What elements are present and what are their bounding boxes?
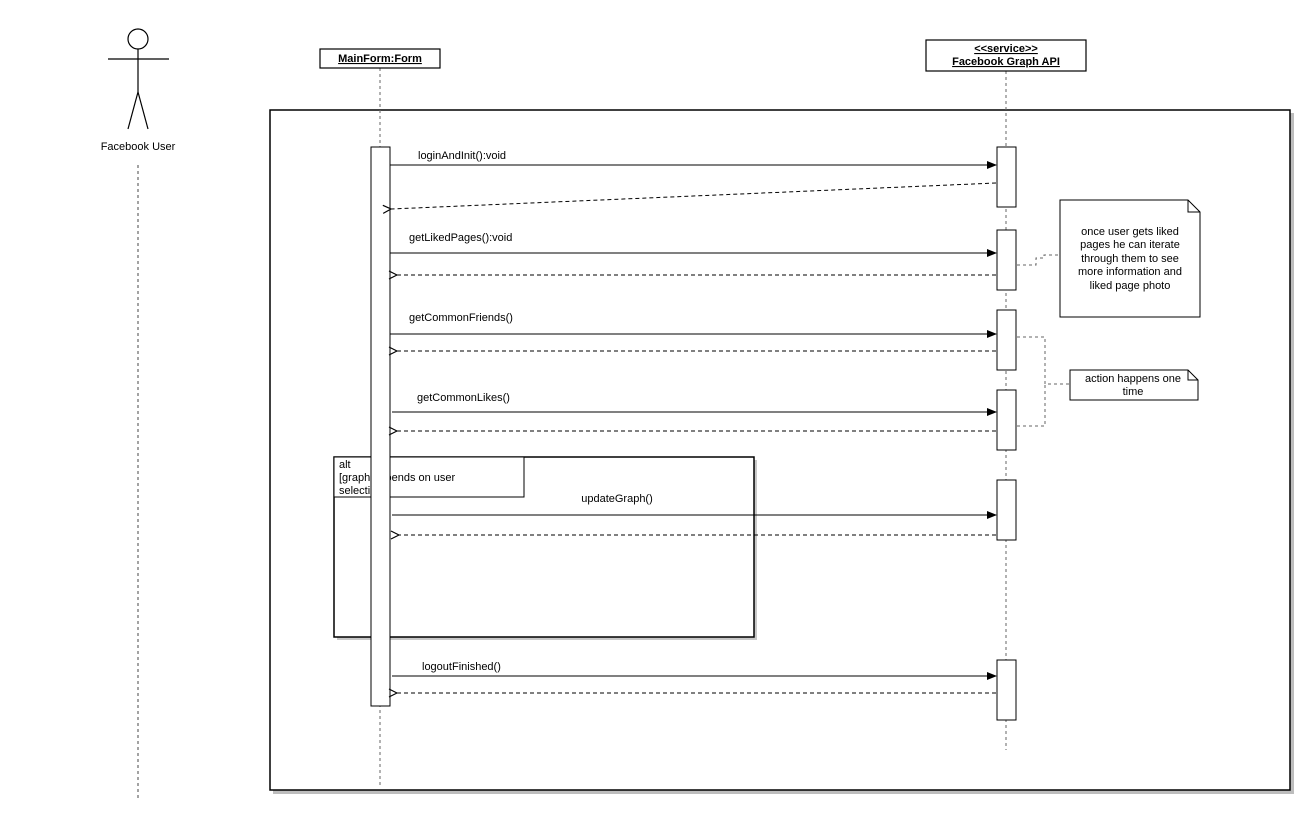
- message-label: loginAndInit():void: [418, 150, 506, 162]
- return-arrow: [391, 182, 997, 209]
- api-activation-logout: [996, 659, 1017, 721]
- note-line: pages he can iterate: [1080, 239, 1180, 251]
- api-activation-common-likes: [996, 389, 1017, 451]
- alt-guard-line-1: [graph depends on user: [339, 472, 456, 484]
- main-form-label: MainForm:Form: [338, 53, 422, 65]
- note-line: time: [1123, 386, 1144, 398]
- actor-head-icon: [127, 28, 149, 50]
- message-get-liked-pages[interactable]: getLikedPages():void: [390, 232, 997, 275]
- message-label: logoutFinished(): [422, 661, 501, 673]
- note-line: through them to see: [1081, 253, 1179, 265]
- message-label: getLikedPages():void: [409, 232, 512, 244]
- message-label: updateGraph(): [581, 493, 653, 505]
- facebook-api-stereotype: <<service>>: [974, 43, 1038, 55]
- note-line: action happens one: [1085, 373, 1181, 385]
- message-label: getCommonLikes(): [417, 392, 510, 404]
- facebook-api-label: Facebook Graph API: [952, 56, 1060, 68]
- main-form-header: [319, 48, 441, 69]
- message-update-graph[interactable]: updateGraph(): [392, 493, 997, 535]
- note-connector-one-time-bottom: [1017, 384, 1046, 427]
- lifeline-facebook-api[interactable]: <<service>> Facebook Graph API: [925, 39, 1087, 750]
- api-activation-liked-pages: [996, 229, 1017, 291]
- alt-guard-box: [333, 456, 525, 498]
- note-line: once user gets liked: [1081, 226, 1179, 238]
- note-line: more information and: [1078, 266, 1182, 278]
- note-liked-pages[interactable]: once user gets liked pages he can iterat…: [1059, 199, 1201, 318]
- note-one-time[interactable]: action happens one time: [1069, 369, 1199, 401]
- note-line: liked page photo: [1090, 280, 1171, 292]
- api-activation-update-graph: [996, 479, 1017, 541]
- api-activation-common-friends: [996, 309, 1017, 371]
- actor-facebook-user[interactable]: Facebook User: [101, 28, 176, 153]
- message-get-common-likes[interactable]: getCommonLikes(): [392, 392, 997, 431]
- note-connector-liked-pages: [1017, 254, 1061, 266]
- facebook-api-header: [925, 39, 1087, 72]
- alt-fragment[interactable]: alt [graph depends on user selection]: [333, 456, 757, 640]
- main-form-activation: [370, 146, 391, 707]
- alt-operator: alt: [339, 459, 351, 471]
- message-label: getCommonFriends(): [409, 312, 513, 324]
- actor-label: Facebook User: [101, 141, 176, 153]
- message-get-common-friends[interactable]: getCommonFriends(): [390, 312, 997, 351]
- note-connector-one-time-top: [1017, 336, 1070, 385]
- message-login[interactable]: loginAndInit():void: [390, 150, 997, 209]
- api-activation-login: [996, 146, 1017, 208]
- message-logout-finished[interactable]: logoutFinished(): [392, 661, 997, 693]
